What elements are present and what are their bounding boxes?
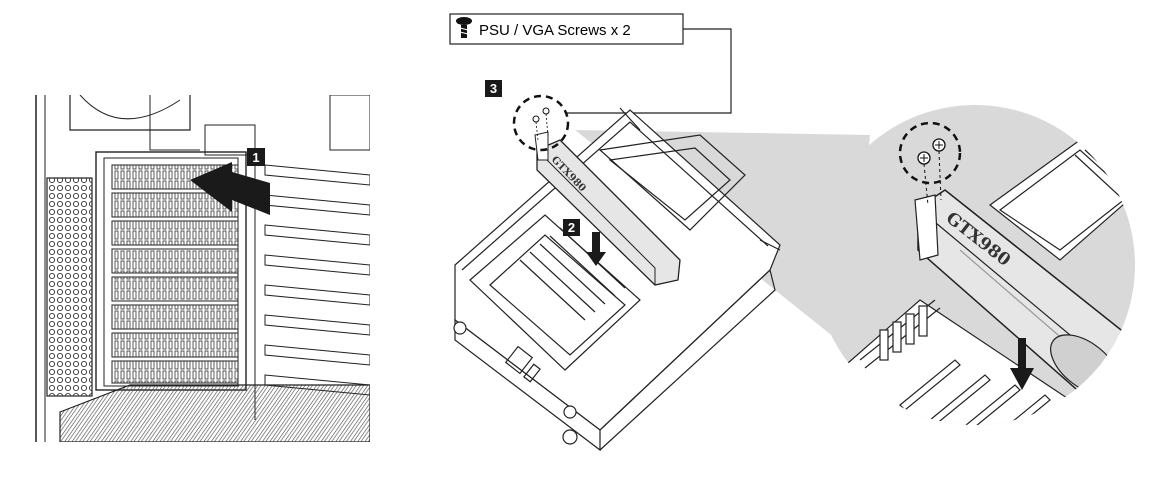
screw-highlight-zoom <box>898 121 962 206</box>
step2-number: 2 <box>568 220 575 235</box>
step2-badge: 2 <box>563 219 580 236</box>
step1-number: 1 <box>252 150 259 165</box>
screw-icon-zoom-2 <box>932 138 946 152</box>
side-vent-mesh <box>46 177 93 397</box>
bracket-slots-zoom <box>859 299 941 369</box>
screw-icon-zoom-1 <box>917 151 931 165</box>
step2-arrow <box>586 232 606 266</box>
screw-icon <box>456 17 472 38</box>
left-case-view <box>35 95 370 442</box>
screw-highlight-middle <box>512 94 570 152</box>
pcie-slots-left <box>254 95 370 420</box>
magnified-detail: GTX980 <box>815 105 1135 425</box>
middle-case-view <box>453 107 781 452</box>
screw-callout-label: PSU / VGA Screws x 2 <box>479 22 631 39</box>
step1-arrow <box>190 162 270 215</box>
step3-number: 3 <box>490 81 497 96</box>
step3-badge: 3 <box>485 80 502 97</box>
callout-leader <box>567 28 732 114</box>
screw-callout-box <box>449 13 684 45</box>
screw-callout: PSU / VGA Screws x 2 <box>449 13 732 114</box>
insert-card-arrow <box>1010 338 1034 390</box>
step1-badge: 1 <box>247 148 265 166</box>
floor-mesh <box>59 384 370 442</box>
graphics-card-middle: GTX980 <box>534 131 681 286</box>
